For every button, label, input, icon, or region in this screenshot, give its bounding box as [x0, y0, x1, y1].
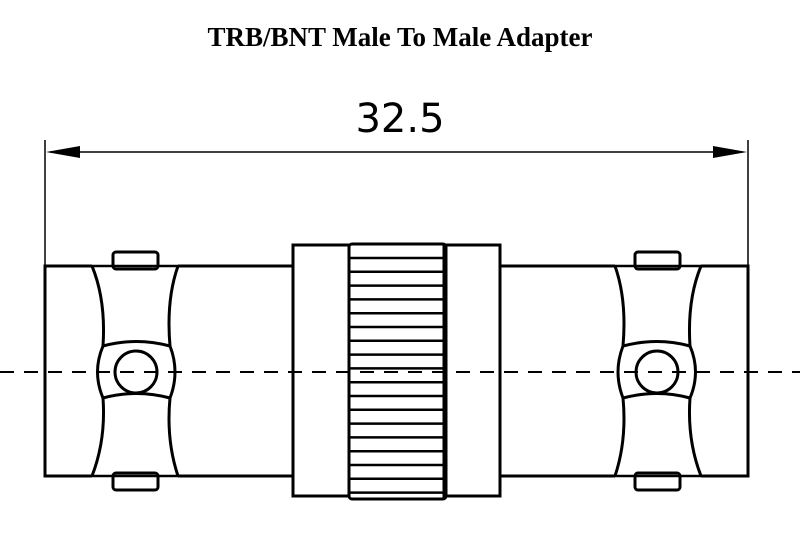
right-connector [442, 243, 750, 498]
arrow-right-icon [713, 146, 747, 158]
drawing-title: TRB/BNT Male To Male Adapter [207, 22, 593, 52]
left-connector [43, 243, 351, 498]
knurled-coupling [347, 242, 448, 501]
arrow-left-icon [46, 146, 80, 158]
overall-length-dimension-label: 32.5 [355, 96, 445, 142]
